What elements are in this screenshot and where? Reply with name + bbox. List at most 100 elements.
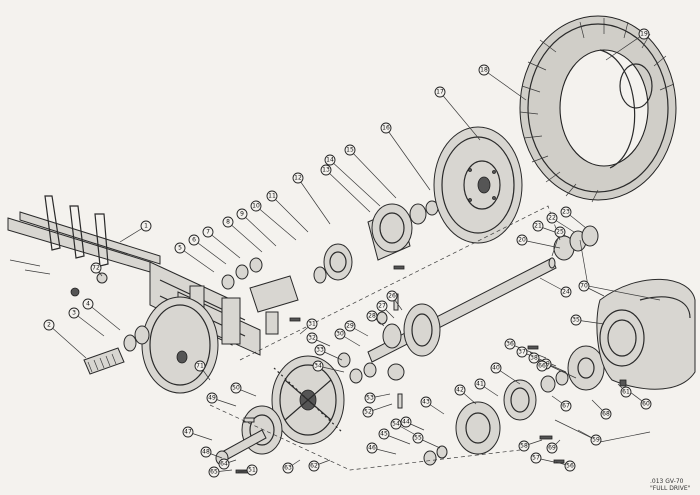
part-callout: 55 — [412, 432, 424, 444]
part-callout: 16 — [380, 122, 392, 134]
svg-text:55: 55 — [414, 435, 422, 442]
part-callout: 69 — [546, 442, 558, 454]
part-callout: 63 — [282, 462, 294, 474]
leader-line — [241, 213, 277, 247]
leader-lines — [48, 33, 647, 473]
svg-text:14: 14 — [326, 157, 334, 164]
svg-text:18: 18 — [480, 67, 488, 74]
svg-text:63: 63 — [284, 465, 292, 472]
drawing-stamp: .013 GV-70 "FULL DRIVE" — [650, 478, 691, 492]
drive-pulley — [141, 296, 219, 394]
svg-text:23: 23 — [562, 209, 570, 216]
part-callout: 25 — [554, 226, 566, 238]
part-callout: 5 — [174, 242, 186, 254]
part-callout: 26 — [386, 290, 398, 302]
part-callout: 9 — [236, 208, 248, 220]
svg-text:22: 22 — [548, 215, 556, 222]
large-spur-gear — [271, 355, 345, 445]
part-callout: 31 — [306, 318, 318, 330]
part-callout: 51 — [246, 464, 258, 476]
svg-text:38: 38 — [530, 355, 538, 362]
part-callout: 66 — [536, 360, 548, 372]
svg-text:72: 72 — [92, 265, 100, 272]
svg-text:9: 9 — [240, 211, 244, 218]
svg-text:51: 51 — [248, 467, 256, 474]
part-callout: 29 — [344, 320, 356, 332]
part-callout: 30 — [334, 328, 346, 340]
svg-text:37: 37 — [518, 349, 526, 356]
part-callout: 48 — [200, 446, 212, 458]
leader-line — [297, 177, 331, 225]
housing-cover — [596, 278, 696, 390]
svg-text:26: 26 — [388, 293, 396, 300]
leader-line — [521, 239, 561, 249]
part-callout: 36 — [504, 338, 516, 350]
part-callout: 54 — [390, 418, 402, 430]
part-callout: 50 — [230, 382, 242, 394]
leader-line — [193, 239, 227, 265]
leader-line — [385, 127, 431, 191]
svg-text:67: 67 — [562, 403, 570, 410]
svg-text:65: 65 — [210, 469, 218, 476]
part-callout: 3 — [68, 307, 80, 319]
svg-text:25: 25 — [556, 229, 564, 236]
svg-text:68: 68 — [602, 411, 610, 418]
svg-text:50: 50 — [232, 385, 240, 392]
part-callout: 34 — [312, 360, 324, 372]
svg-text:33: 33 — [316, 347, 324, 354]
svg-text:8: 8 — [226, 219, 230, 226]
svg-text:4: 4 — [86, 301, 90, 308]
svg-text:61: 61 — [622, 389, 630, 396]
svg-text:49: 49 — [208, 395, 216, 402]
svg-text:2: 2 — [47, 322, 51, 329]
svg-text:34: 34 — [314, 363, 322, 370]
svg-text:71: 71 — [196, 363, 204, 370]
part-callout: 6 — [188, 234, 200, 246]
part-callout: 43 — [420, 396, 432, 408]
leader-line — [227, 221, 263, 253]
part-callout: 15 — [344, 144, 356, 156]
svg-text:56: 56 — [566, 463, 574, 470]
svg-text:58: 58 — [520, 443, 528, 450]
tractor-tire — [519, 15, 677, 203]
svg-text:64: 64 — [220, 461, 228, 468]
leader-line — [48, 324, 87, 359]
part-callout: 8 — [222, 216, 234, 228]
part-callout: 17 — [434, 86, 446, 98]
svg-text:54: 54 — [392, 421, 400, 428]
part-callout: 46 — [366, 442, 378, 454]
svg-text:24: 24 — [562, 289, 570, 296]
svg-text:46: 46 — [368, 445, 376, 452]
svg-text:53: 53 — [366, 395, 374, 402]
small-gear-shaft — [215, 405, 283, 466]
svg-text:19: 19 — [640, 31, 648, 38]
svg-text:43: 43 — [422, 399, 430, 406]
svg-text:35: 35 — [572, 317, 580, 324]
svg-text:10: 10 — [252, 203, 260, 210]
svg-text:36: 36 — [506, 341, 514, 348]
part-callout: 33 — [314, 344, 326, 356]
part-callout: 47 — [182, 426, 194, 438]
part-callout: 49 — [206, 392, 218, 404]
svg-text:29: 29 — [346, 323, 354, 330]
part-callout: 64 — [218, 458, 230, 470]
svg-text:40: 40 — [492, 365, 500, 372]
part-callout: 13 — [320, 164, 332, 176]
part-callout: 65 — [208, 466, 220, 478]
part-callout: 12 — [292, 172, 304, 184]
part-callout: 41 — [474, 378, 486, 390]
svg-text:6: 6 — [192, 237, 196, 244]
svg-text:70: 70 — [580, 283, 588, 290]
svg-text:57: 57 — [532, 455, 540, 462]
svg-text:17: 17 — [436, 89, 444, 96]
svg-text:60: 60 — [642, 401, 650, 408]
part-callouts: 1234567891011121314151617181920212223242… — [43, 28, 652, 478]
part-callout: 35 — [570, 314, 582, 326]
part-callout: 1 — [140, 220, 152, 232]
part-callout: 18 — [478, 64, 490, 76]
part-callout: 62 — [308, 460, 320, 472]
svg-text:45: 45 — [380, 431, 388, 438]
svg-text:16: 16 — [382, 125, 390, 132]
svg-text:42: 42 — [456, 387, 464, 394]
